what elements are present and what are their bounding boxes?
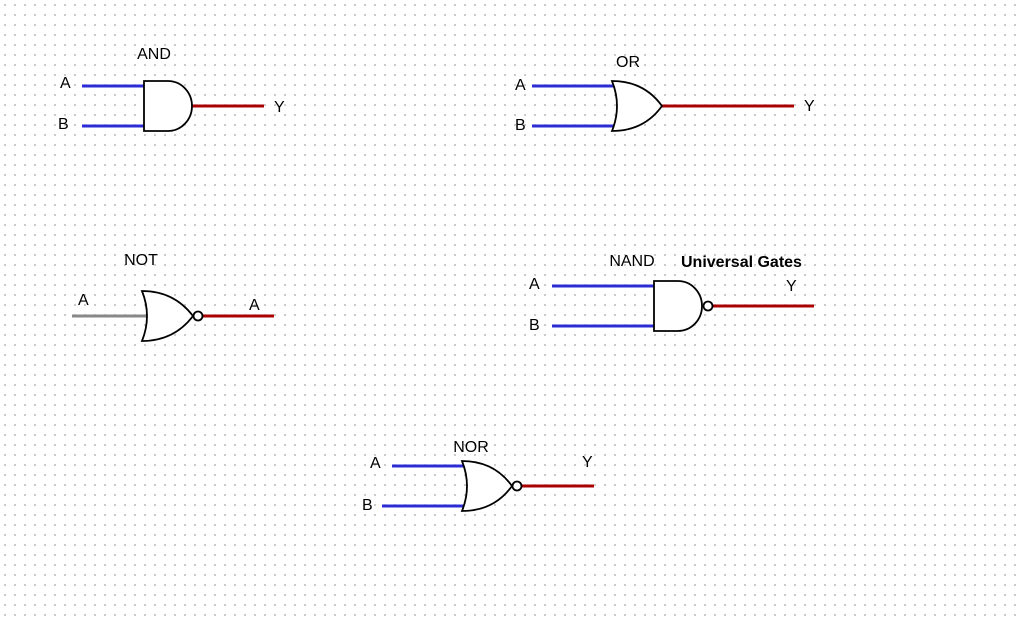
not-gate-title: NOT (124, 252, 158, 269)
and-gate-title: AND (137, 46, 171, 63)
nor-gate-group (382, 460, 594, 512)
nor-gate-symbol (460, 460, 514, 512)
not-input-label: A (78, 292, 89, 309)
or-input-a-label: A (515, 77, 526, 94)
nor-gate-title: NOR (453, 439, 489, 456)
nand-input-a-label: A (529, 276, 540, 293)
or-gate-symbol (610, 80, 664, 132)
and-input-b-label: B (58, 116, 69, 133)
and-output-label: Y (274, 99, 285, 116)
or-gate-title: OR (616, 54, 640, 71)
nand-input-b-label: B (529, 317, 540, 334)
nor-inversion-bubble (511, 480, 523, 492)
not-gate-symbol (140, 290, 195, 342)
nor-output-label: Y (582, 454, 593, 471)
nor-input-b-label: B (362, 497, 373, 514)
or-gate-group (532, 80, 794, 132)
nand-gate-title: NAND (609, 253, 655, 270)
or-output-label: Y (804, 98, 815, 115)
universal-gates-annotation: Universal Gates (681, 254, 802, 271)
nand-gate-group (552, 280, 814, 332)
not-gate-group (72, 290, 274, 342)
or-input-b-label: B (515, 117, 526, 134)
nor-input-a-label: A (370, 455, 381, 472)
nand-output-label: Y (786, 278, 797, 295)
and-gate-symbol (143, 80, 193, 132)
and-gate-group (82, 80, 264, 132)
not-output-label: A (249, 297, 260, 314)
nand-inversion-bubble (702, 300, 714, 312)
and-input-a-label: A (60, 75, 71, 92)
nand-gate-symbol (653, 280, 703, 332)
not-inversion-bubble (192, 310, 204, 322)
